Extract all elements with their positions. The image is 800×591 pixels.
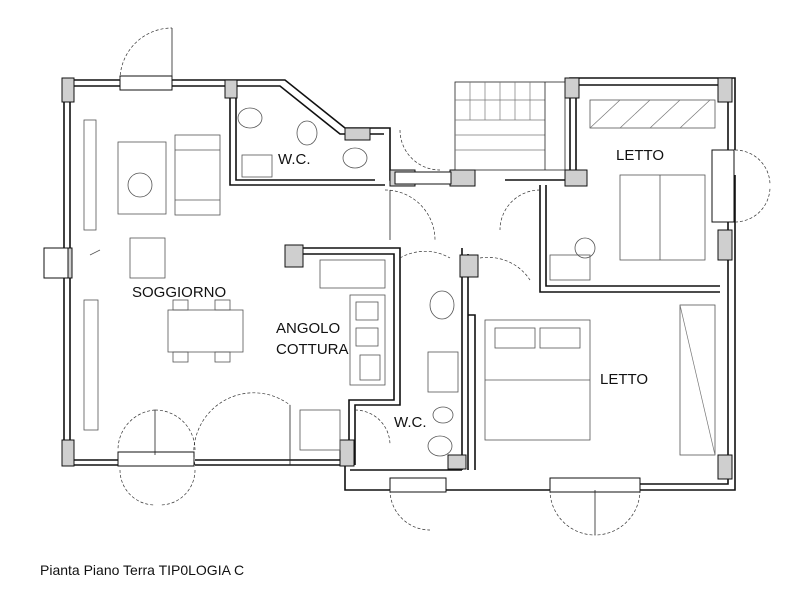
label-soggiorno: SOGGIORNO [132,284,226,301]
upper-bathroom-fixtures [237,107,368,178]
bedroom-furniture [484,99,716,456]
plan-caption: Pianta Piano Terra TIP0LOGIA C [40,562,245,578]
label-cottura: COTTURA [276,341,349,358]
kitchen-furniture [299,259,386,451]
interior-walls [229,95,720,471]
door-swings [117,27,771,536]
lower-bathroom-fixtures [427,290,459,457]
label-letto-upper: LETTO [616,147,664,164]
pillars [51,77,733,480]
windows [43,75,735,493]
label-angolo: ANGOLO [276,320,340,337]
staircase [454,81,566,171]
exterior-walls [63,77,736,491]
room-labels: SOGGIORNO ANGOLO COTTURA W.C. W.C. LETTO… [132,147,664,431]
living-room-furniture [83,119,244,431]
label-letto-lower: LETTO [600,371,648,388]
label-wc-lower: W.C. [394,414,427,431]
label-wc-upper: W.C. [278,151,311,168]
